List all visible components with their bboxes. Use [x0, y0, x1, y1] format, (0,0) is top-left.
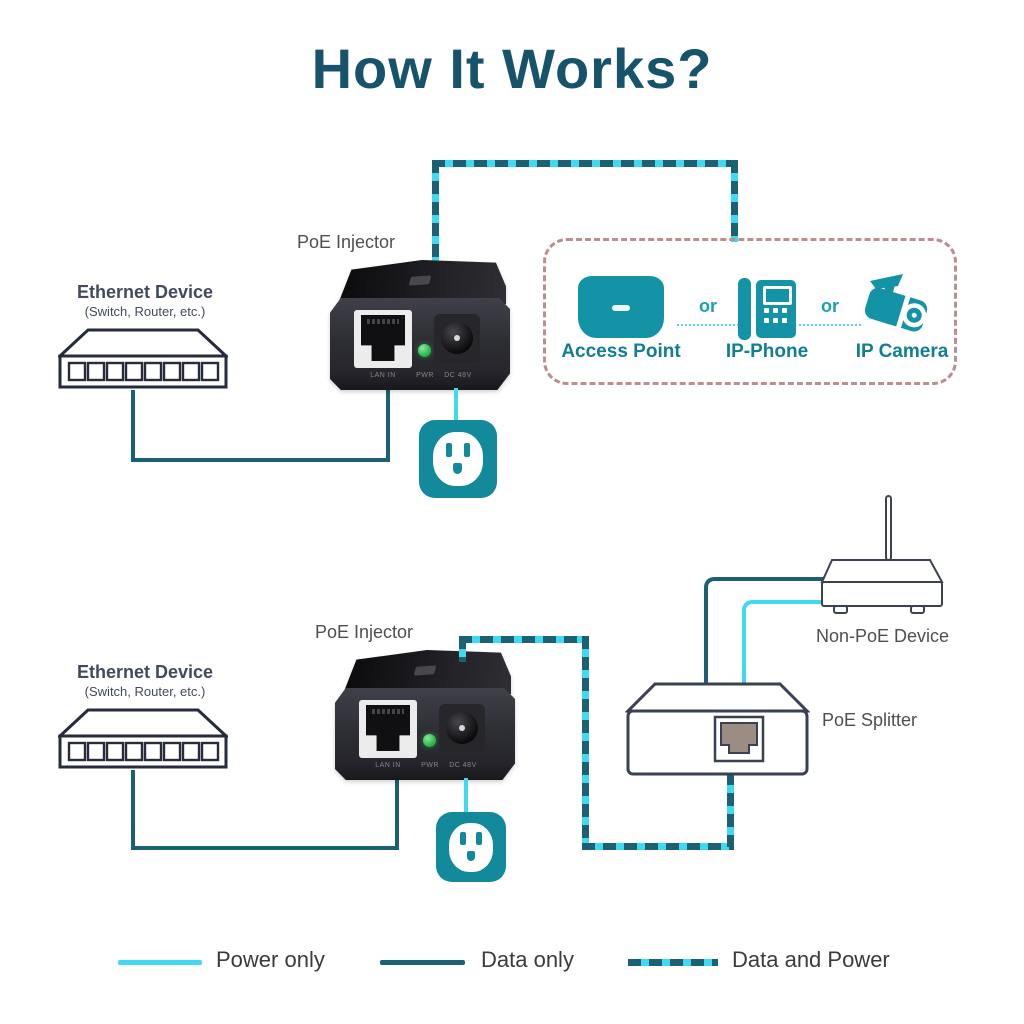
data-power-line: [731, 160, 738, 242]
dc-jack-icon: [434, 314, 480, 362]
power-line: [742, 600, 824, 692]
data-line: [131, 770, 399, 850]
ethernet-device-label: Ethernet Device (Switch, Router, etc.): [40, 662, 250, 699]
dc-jack-icon: [439, 704, 485, 752]
poe-injector-label: PoE Injector: [315, 622, 414, 642]
ethernet-switch-icon: [58, 708, 228, 769]
or-dotted-line: [677, 324, 739, 326]
lan-port-label: LAN IN: [370, 372, 396, 379]
dc-jack-label: DC 48V: [444, 372, 472, 379]
power-led-icon: [418, 344, 431, 357]
outlet-face: [433, 431, 483, 487]
tp-link-logo: [413, 665, 437, 676]
tp-link-logo: [612, 304, 630, 311]
power-outlet-icon: [419, 420, 497, 498]
outlet-face: [448, 822, 494, 872]
or-label: or: [821, 296, 839, 316]
data-power-line: [727, 772, 734, 847]
poe-splitter-label: PoE Splitter: [822, 710, 918, 730]
legend-data-label: Data only: [481, 947, 574, 972]
ethernet-device-title: Ethernet Device: [76, 662, 214, 682]
data-power-line: [432, 160, 439, 262]
ip-camera-icon: [864, 274, 928, 332]
rj45-port-icon: [354, 310, 412, 368]
or-label: or: [699, 296, 717, 316]
data-power-line: [459, 636, 466, 662]
power-led-icon: [423, 734, 436, 747]
data-power-line: [582, 843, 734, 850]
lan-port-label: LAN IN: [375, 762, 401, 769]
poe-injector-device: LAN IN PWR DC 48V: [330, 258, 510, 392]
data-line: [704, 577, 824, 691]
data-power-line: [459, 636, 589, 643]
ip-phone-label: IP-Phone: [725, 341, 809, 362]
data-power-line: [582, 636, 589, 850]
injector-front-face: LAN IN PWR DC 48V: [335, 688, 515, 780]
ip-camera-label: IP Camera: [855, 341, 949, 362]
ethernet-switch-icon: [58, 328, 228, 389]
injector-front-face: LAN IN PWR DC 48V: [330, 298, 510, 390]
legend-data-swatch: [380, 960, 465, 965]
ethernet-device-subtitle: (Switch, Router, etc.): [84, 304, 206, 319]
power-outlet-icon: [436, 812, 506, 882]
legend-power-swatch: [118, 960, 202, 965]
power-line: [454, 388, 458, 422]
access-point-label: Access Point: [561, 341, 681, 362]
data-line: [131, 390, 390, 462]
poe-splitter-icon: [625, 682, 810, 776]
page-title: How It Works?: [311, 37, 713, 100]
legend-power-label: Power only: [216, 947, 325, 972]
power-line: [464, 778, 468, 814]
non-poe-device-icon: [820, 495, 944, 614]
pwr-led-label: PWR: [421, 762, 439, 769]
legend-data-power-swatch: [628, 959, 718, 966]
ip-phone-icon: [738, 278, 796, 340]
ethernet-device-label: Ethernet Device (Switch, Router, etc.): [40, 282, 250, 319]
non-poe-device-label: Non-PoE Device: [815, 626, 950, 646]
ethernet-device-subtitle: (Switch, Router, etc.): [84, 684, 206, 699]
legend-data-power-label: Data and Power: [732, 947, 890, 972]
access-point-icon: [578, 276, 664, 338]
rj45-port-icon: [359, 700, 417, 758]
powered-devices-box: [543, 238, 957, 385]
poe-injector-label: PoE Injector: [297, 232, 396, 252]
tp-link-logo: [408, 275, 432, 286]
ethernet-device-title: Ethernet Device: [76, 282, 214, 302]
pwr-led-label: PWR: [416, 372, 434, 379]
dc-jack-label: DC 48V: [449, 762, 477, 769]
data-power-line: [432, 160, 738, 167]
poe-injector-device: LAN IN PWR DC 48V: [335, 648, 515, 782]
or-dotted-line: [799, 324, 861, 326]
